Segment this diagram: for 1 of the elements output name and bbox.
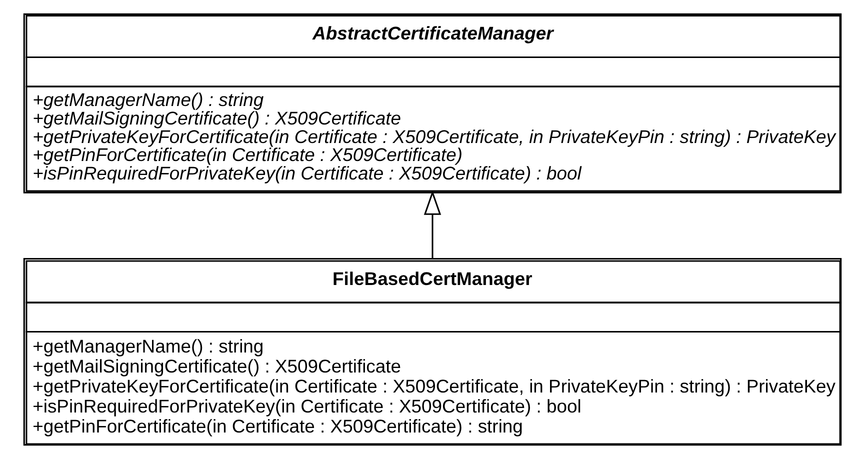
arrow: [424, 190, 442, 258]
